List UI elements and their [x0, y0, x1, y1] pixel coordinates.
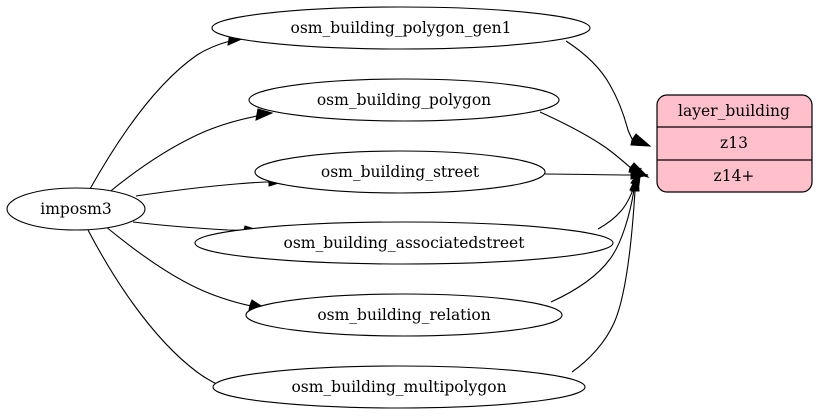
osm_building_polygon-label: osm_building_polygon: [317, 91, 491, 109]
layer_building-box[interactable]: [656, 94, 813, 193]
node-osm_building_associatedstreet[interactable]: osm_building_associatedstreet: [194, 221, 614, 265]
layer_building-title-label: layer_building: [678, 102, 790, 120]
osm_building_street-ellipse[interactable]: [254, 150, 546, 194]
edge-group-tables-to-layer: [539, 40, 652, 373]
node-imposm3[interactable]: imposm3: [6, 187, 146, 231]
edge-osm_building_polygon_gen1-to-layer_building-z13: [565, 40, 652, 147]
osm_building_multipolygon-ellipse[interactable]: [212, 365, 586, 409]
osm_building_polygon_gen1-label: osm_building_polygon_gen1: [291, 19, 512, 37]
node-layer_building[interactable]: layer_building z13 z14+: [656, 94, 813, 193]
osm_building_polygon_gen1-ellipse[interactable]: [211, 6, 591, 50]
edge-imposm3-to-osm_building_multipolygon: [87, 229, 241, 393]
node-osm_building_multipolygon[interactable]: osm_building_multipolygon: [212, 365, 586, 409]
layer_building-row-z14plus-label: z14+: [714, 167, 755, 185]
edge-imposm3-to-osm_building_polygon_gen1: [89, 33, 246, 190]
osm_building_polygon-ellipse[interactable]: [248, 78, 560, 122]
node-osm_building_street[interactable]: osm_building_street: [254, 150, 546, 194]
node-osm_building_polygon_gen1[interactable]: osm_building_polygon_gen1: [211, 6, 591, 50]
osm_building_associatedstreet-label: osm_building_associatedstreet: [284, 234, 526, 252]
osm_building_relation-ellipse[interactable]: [245, 293, 563, 337]
osm_building_associatedstreet-ellipse[interactable]: [194, 221, 614, 265]
edge-osm_building_multipolygon-to-layer_building-z14plus: [571, 172, 640, 373]
osm_building_relation-label: osm_building_relation: [317, 306, 490, 324]
imposm3-label: imposm3: [40, 200, 111, 218]
imposm3-ellipse[interactable]: [6, 187, 146, 231]
edge-imposm3-to-osm_building_street: [135, 176, 287, 197]
edge-imposm3-to-osm_building_polygon: [106, 108, 274, 195]
node-osm_building_polygon[interactable]: osm_building_polygon: [248, 78, 560, 122]
edge-osm_building_street-to-layer_building-z14plus: [544, 170, 649, 180]
node-osm_building_relation[interactable]: osm_building_relation: [245, 293, 563, 337]
osm_building_multipolygon-label: osm_building_multipolygon: [291, 378, 506, 396]
layer_building-row-z13-label: z13: [720, 134, 748, 152]
osm_building_street-label: osm_building_street: [321, 163, 480, 181]
